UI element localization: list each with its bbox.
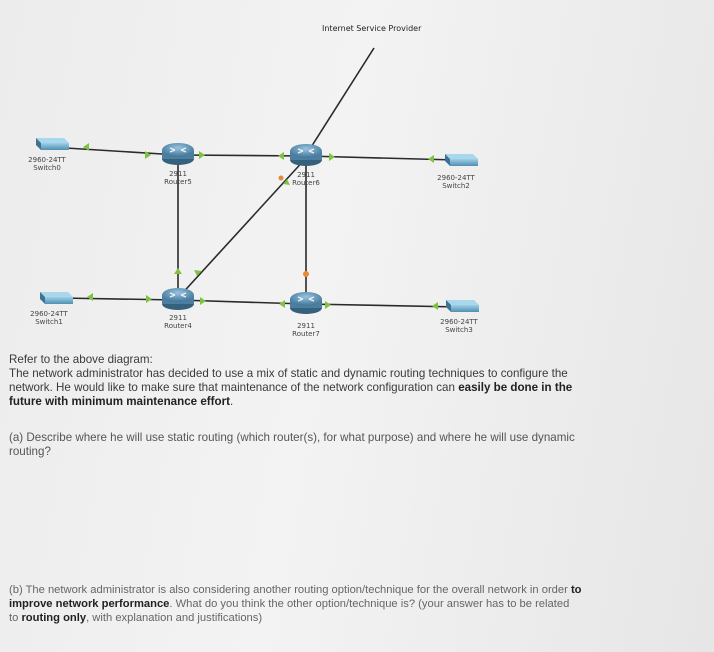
status-down-icon	[278, 175, 284, 181]
device-name: Router4	[164, 322, 192, 330]
router6-label: 2911 Router6	[271, 171, 341, 187]
intro-text: .	[229, 395, 234, 408]
status-up-icon	[278, 152, 284, 160]
status-up-icon	[83, 143, 89, 151]
isp-label: Internet Service Provider	[322, 24, 422, 33]
device-model: 2960-24TT	[28, 156, 66, 164]
question-a-line: (a) Describe where he will use static ro…	[9, 431, 575, 444]
link-status-indicators	[83, 143, 438, 310]
intro-text: network. He would like to make sure that…	[9, 381, 459, 394]
status-up-icon	[325, 301, 331, 309]
topology-svg	[36, 47, 479, 315]
switch3-label: 2960-24TT Switch3	[424, 318, 494, 334]
question-b-emphasis: to	[570, 584, 582, 596]
intro-line: Refer to the above diagram:	[9, 353, 153, 366]
status-up-icon	[174, 268, 182, 274]
intro-line: network. He would like to make sure that…	[9, 381, 701, 395]
intro-emphasis: easily be done in the	[458, 381, 573, 394]
router-icon[interactable]	[289, 143, 323, 167]
intro-line: The network administrator has decided to…	[9, 367, 568, 380]
link-switch1-router4	[59, 297, 179, 301]
network-diagram: Internet Service Provider 2960-24TT Swit…	[12, 24, 494, 338]
status-up-icon	[87, 293, 93, 301]
router5-label: 2911 Router5	[143, 170, 213, 186]
status-down-icon	[303, 271, 309, 277]
switch1-label: 2960-24TT Switch1	[14, 310, 84, 326]
status-up-icon	[146, 295, 152, 303]
status-up-icon	[329, 153, 335, 161]
status-up-icon	[199, 151, 205, 159]
status-up-icon	[145, 151, 151, 159]
router-icon[interactable]	[161, 287, 195, 311]
question-b-text: , with explanation and justifications)	[86, 612, 263, 624]
intro-emphasis: future with minimum maintenance effort	[9, 395, 230, 408]
device-name: Router5	[164, 178, 192, 186]
switch-icon[interactable]	[40, 292, 73, 304]
device-name: Switch0	[33, 164, 61, 172]
switch2-label: 2960-24TT Switch2	[421, 174, 491, 190]
status-up-icon	[283, 179, 290, 185]
question-a-line: routing?	[9, 445, 51, 458]
device-name: Switch3	[445, 326, 473, 334]
switch-icon[interactable]	[36, 138, 69, 150]
device-model: 2960-24TT	[440, 318, 478, 326]
router4-label: 2911 Router4	[143, 314, 213, 330]
switch0-label: 2960-24TT Switch0	[12, 156, 82, 172]
question-b-line: improve network performance. What do you…	[9, 597, 701, 611]
question-b-emphasis: routing only	[21, 612, 87, 624]
status-up-icon	[432, 302, 438, 310]
status-up-icon	[194, 270, 202, 276]
link-switch0-router5	[65, 147, 179, 156]
status-up-icon	[200, 297, 206, 305]
device-name: Switch2	[442, 182, 470, 190]
links	[59, 47, 461, 308]
question-b-text: to	[9, 612, 22, 624]
isp-link	[307, 47, 375, 153]
device-model: 2911	[297, 322, 315, 330]
question-b: (b) The network administrator is also co…	[9, 583, 701, 625]
router-icon[interactable]	[161, 142, 195, 166]
intro-paragraph: Refer to the above diagram: The network …	[9, 353, 701, 409]
question-b-line: (b) The network administrator is also co…	[9, 583, 701, 597]
device-name: Router6	[292, 179, 320, 187]
switch-icon[interactable]	[446, 300, 479, 312]
question-a: (a) Describe where he will use static ro…	[9, 431, 701, 459]
router-icon[interactable]	[289, 291, 323, 315]
switch-icon[interactable]	[445, 154, 478, 166]
link-router4-router7	[177, 299, 307, 305]
question-b-text: . What do you think the other option/tec…	[169, 598, 570, 610]
question-b-emphasis: improve network performance	[9, 598, 170, 610]
device-name: Router7	[292, 330, 320, 338]
intro-line: future with minimum maintenance effort.	[9, 395, 701, 409]
router7-label: 2911 Router7	[271, 322, 341, 338]
device-model: 2911	[169, 170, 187, 178]
question-b-line: to routing only, with explanation and ju…	[9, 611, 701, 625]
question-b-text: (b) The network administrator is also co…	[9, 584, 571, 596]
status-up-icon	[428, 155, 434, 163]
status-up-icon	[279, 300, 285, 308]
link-router5-router6	[177, 154, 307, 157]
device-model: 2960-24TT	[437, 174, 475, 182]
device-model: 2960-24TT	[30, 310, 68, 318]
device-model: 2911	[169, 314, 187, 322]
link-router4-router6	[177, 157, 307, 299]
device-model: 2911	[297, 171, 315, 179]
device-name: Switch1	[35, 318, 63, 326]
